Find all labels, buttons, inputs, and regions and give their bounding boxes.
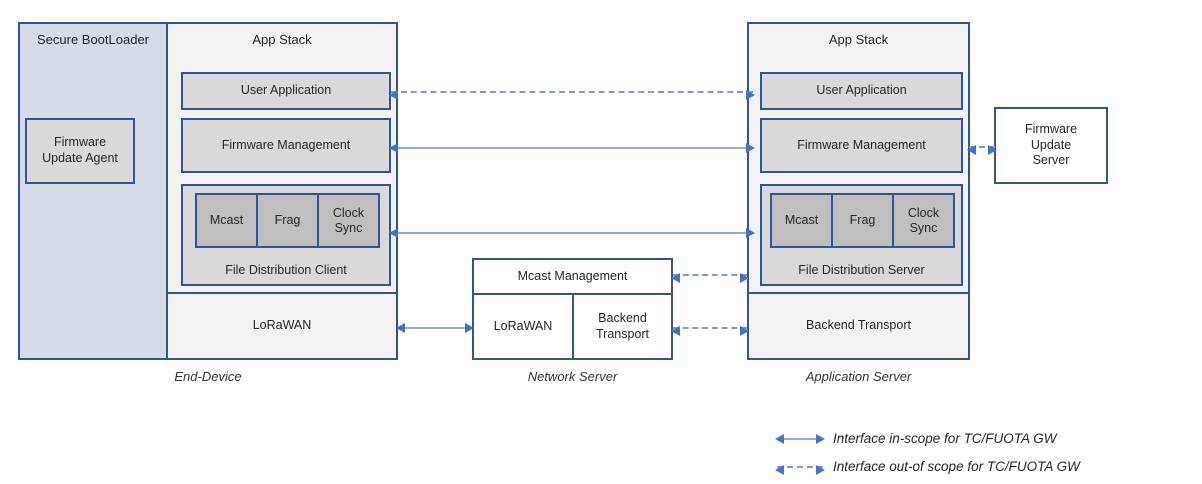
legend-out-of-scope-label: Interface out-of scope for TC/FUOTA GW: [833, 459, 1080, 474]
arrowhead-right-icon: [746, 228, 755, 238]
arrow-user-application-interface: [389, 90, 755, 100]
end-device-app-stack-title: App Stack: [252, 32, 312, 47]
end-device-clock-sync-box: Clock Sync: [317, 193, 380, 248]
arrowhead-right-icon: [740, 273, 749, 283]
arrowhead-left-icon: [775, 465, 784, 475]
arrowhead-left-icon: [389, 228, 398, 238]
arrowhead-right-icon: [746, 143, 755, 153]
firmware-update-server-label: Firmware Update Server: [1024, 122, 1078, 168]
end-device-clock-sync-label: Clock Sync: [332, 205, 365, 235]
arrow-mcast-management-interface: [671, 273, 749, 283]
network-server-backend-transport-box: Backend Transport: [572, 293, 673, 360]
secure-bootloader-box: Secure BootLoader: [18, 22, 168, 360]
arrowhead-left-icon: [389, 143, 398, 153]
end-device-user-application-box: User Application: [181, 72, 391, 110]
file-distribution-server-box: Mcast Frag Clock Sync File Distribution …: [760, 184, 963, 286]
network-server-lorawan-box: LoRaWAN: [472, 293, 574, 360]
application-server-mcast-label: Mcast: [784, 213, 819, 227]
arrowhead-left-icon: [967, 145, 976, 155]
arrow-file-distribution-interface: [389, 228, 755, 238]
application-server-clock-sync-box: Clock Sync: [892, 193, 955, 248]
arrow-backend-transport-interface: [671, 326, 749, 336]
arrowhead-right-icon: [988, 145, 997, 155]
arrowhead-left-icon: [396, 323, 405, 333]
application-server-backend-transport-box: Backend Transport: [747, 292, 970, 360]
file-distribution-client-box: Mcast Frag Clock Sync File Distribution …: [181, 184, 391, 286]
end-device-group-label: End-Device: [174, 369, 242, 384]
end-device-frag-label: Frag: [274, 213, 301, 227]
legend-dashed-arrow-icon: [775, 465, 825, 475]
application-server-user-application-label: User Application: [816, 83, 907, 98]
arrowhead-right-icon: [746, 90, 755, 100]
arrowhead-right-icon: [465, 323, 474, 333]
end-device-lorawan-label: LoRaWAN: [252, 318, 312, 333]
application-server-app-stack-title: App Stack: [828, 32, 889, 47]
end-device-mcast-label: Mcast: [209, 213, 244, 227]
end-device-frag-box: Frag: [256, 193, 319, 248]
application-server-group-label: Application Server: [805, 369, 912, 384]
legend-solid-arrow-icon: [775, 434, 825, 444]
file-distribution-server-label: File Distribution Server: [798, 263, 925, 277]
network-server-group-label: Network Server: [527, 369, 618, 384]
network-server-lorawan-label: LoRaWAN: [493, 318, 553, 333]
arrowhead-right-icon: [816, 465, 825, 475]
arrow-firmware-update-server-interface: [967, 145, 997, 155]
end-device-user-application-label: User Application: [240, 83, 332, 98]
network-server-backend-transport-label: Backend Transport: [595, 310, 650, 341]
arrowhead-left-icon: [775, 434, 784, 444]
secure-bootloader-title: Secure BootLoader: [36, 32, 150, 47]
firmware-update-server-box: Firmware Update Server: [994, 107, 1108, 184]
arrow-firmware-management-interface: [389, 143, 755, 153]
application-server-frag-label: Frag: [849, 213, 876, 227]
application-server-mcast-box: Mcast: [770, 193, 833, 248]
arrow-lorawan-interface: [396, 323, 474, 333]
file-distribution-client-label: File Distribution Client: [225, 263, 347, 277]
application-server-backend-transport-label: Backend Transport: [806, 318, 911, 333]
arrowhead-right-icon: [816, 434, 825, 444]
application-server-firmware-management-box: Firmware Management: [760, 118, 963, 173]
end-device-mcast-box: Mcast: [195, 193, 258, 248]
legend-in-scope-label: Interface in-scope for TC/FUOTA GW: [833, 431, 1057, 446]
arrowhead-left-icon: [671, 326, 680, 336]
arrowhead-right-icon: [740, 326, 749, 336]
end-device-lorawan-box: LoRaWAN: [166, 292, 398, 360]
end-device-firmware-management-box: Firmware Management: [181, 118, 391, 173]
arrowhead-left-icon: [389, 90, 398, 100]
mcast-management-label: Mcast Management: [517, 268, 628, 283]
arrowhead-left-icon: [671, 273, 680, 283]
firmware-update-agent-box: Firmware Update Agent: [25, 118, 135, 184]
application-server-frag-box: Frag: [831, 193, 894, 248]
end-device-firmware-management-label: Firmware Management: [221, 137, 351, 152]
application-server-firmware-management-label: Firmware Management: [797, 137, 926, 152]
application-server-user-application-box: User Application: [760, 72, 963, 110]
firmware-update-agent-label: Firmware Update Agent: [42, 135, 118, 165]
mcast-management-box: Mcast Management: [472, 258, 673, 295]
application-server-clock-sync-label: Clock Sync: [907, 205, 940, 235]
